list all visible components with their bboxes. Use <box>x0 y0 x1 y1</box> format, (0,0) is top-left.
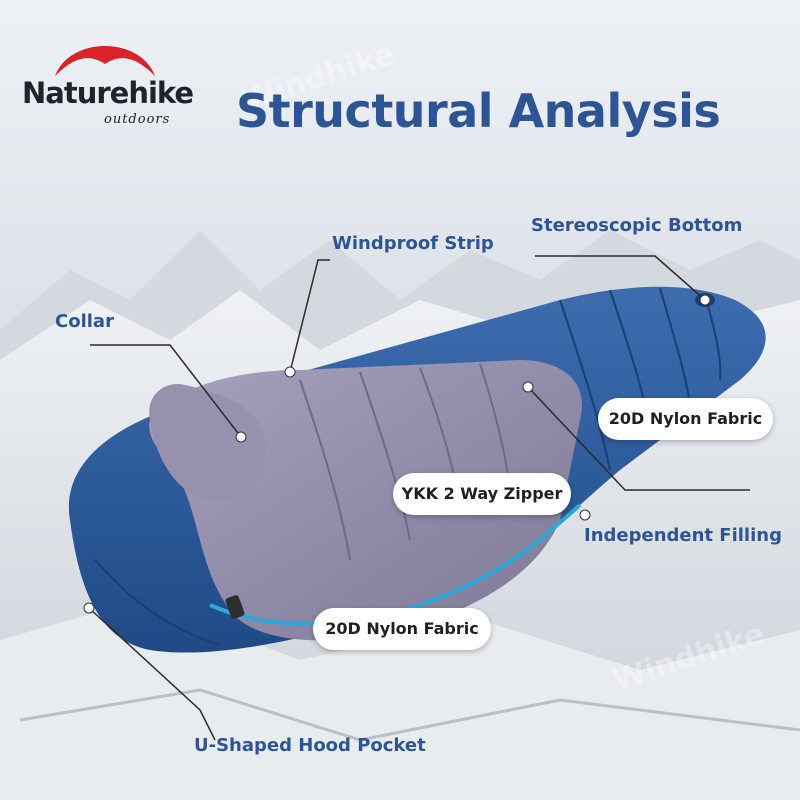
label-hood-pocket: U-Shaped Hood Pocket <box>194 735 426 756</box>
label-collar: Collar <box>55 311 114 332</box>
mountain-logo-icon <box>55 46 155 76</box>
page-title: Structural Analysis <box>236 84 721 138</box>
bubble-ykk-zipper: YKK 2 Way Zipper <box>393 473 571 515</box>
bubble-nylon-fabric-top: 20D Nylon Fabric <box>598 398 773 440</box>
sleeping-bag-lining <box>149 360 582 641</box>
bubble-nylon-fabric-bottom: 20D Nylon Fabric <box>313 608 491 650</box>
brand-name: Naturehike <box>22 76 194 110</box>
brand-tagline: outdoors <box>104 112 171 127</box>
label-stereoscopic-bottom: Stereoscopic Bottom <box>531 215 743 236</box>
callout-lines <box>88 255 750 741</box>
callout-dots <box>83 294 711 614</box>
brand-logo: Naturehike outdoors <box>22 26 212 136</box>
label-windproof-strip: Windproof Strip <box>332 233 494 254</box>
label-independent-filling: Independent Filling <box>584 525 782 546</box>
